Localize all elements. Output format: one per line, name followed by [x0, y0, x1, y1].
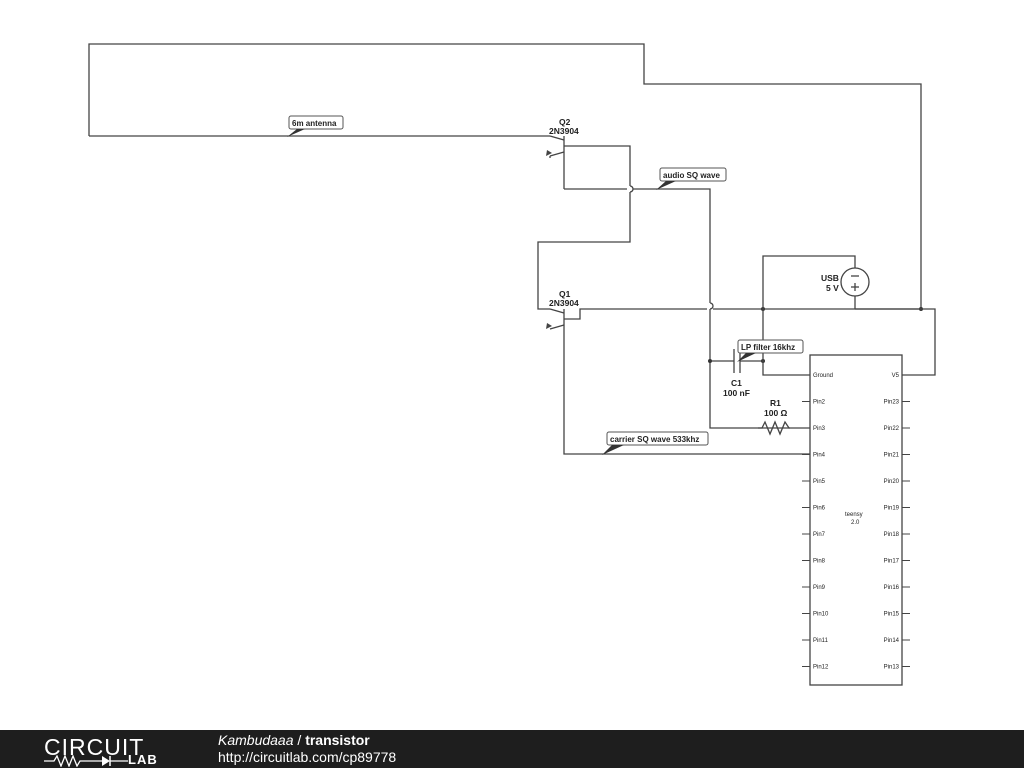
- teensy-pin-label: V5: [892, 373, 900, 379]
- teensy-pin-label: Pin8: [813, 559, 826, 565]
- circuit-title: Kambudaaa / transistor: [218, 732, 370, 748]
- circuit-name[interactable]: transistor: [305, 732, 370, 748]
- junction-node: [708, 359, 712, 363]
- circuitlab-logo[interactable]: CIRCUIT: [44, 734, 145, 760]
- q1-part: 2N3904: [549, 298, 579, 308]
- r1-value: 100 Ω: [764, 408, 788, 418]
- circuitlab-logo-lab: LAB: [128, 752, 158, 767]
- teensy-pin-label: Pin20: [884, 479, 900, 485]
- teensy-pin-label: Pin15: [884, 612, 900, 618]
- footer-bar: CIRCUIT LAB Kambudaaa / transistor http:…: [0, 730, 1024, 768]
- teensy-pin-label: Pin10: [813, 612, 829, 618]
- c1-ref: C1: [731, 378, 742, 388]
- teensy-version: 2.0: [851, 520, 860, 526]
- teensy-pin-label: Pin12: [813, 665, 829, 671]
- teensy-pin-label: Pin18: [884, 532, 900, 538]
- tag-carrier-sq-wave[interactable]: carrier SQ wave 533khz: [602, 431, 709, 455]
- usb-ref: USB: [821, 273, 839, 283]
- wire-crossover-1: [629, 185, 634, 193]
- tag-audio-sq-wave[interactable]: audio SQ wave: [656, 167, 727, 190]
- resistor-r1[interactable]: [758, 420, 792, 436]
- transistor-q2[interactable]: [546, 135, 565, 189]
- teensy-pin-label: Pin14: [884, 638, 900, 644]
- teensy-pin-label: Pin9: [813, 585, 826, 591]
- q2-ref: Q2: [559, 117, 571, 127]
- wire-carrier: [563, 329, 810, 455]
- teensy-pin-label: Pin21: [884, 453, 900, 459]
- teensy-pin-label: Pin16: [884, 585, 900, 591]
- teensy-pins: GroundPin2Pin3Pin4Pin5Pin6Pin7Pin8Pin9Pi…: [802, 373, 910, 671]
- teensy-pin-label: Pin7: [813, 532, 826, 538]
- schematic-canvas: Q2 2N3904 Q1 2N3904 USB 5 V C1: [88, 43, 936, 686]
- resistor-diode-icon: [44, 755, 128, 767]
- q2-part: 2N3904: [549, 126, 579, 136]
- svg-text:6m antenna: 6m antenna: [292, 119, 337, 128]
- teensy-pin-label: Pin5: [813, 479, 826, 485]
- teensy-pin-label: Pin4: [813, 453, 826, 459]
- wire-crossover-2: [709, 302, 714, 310]
- c1-value: 100 nF: [723, 388, 750, 398]
- wire-antenna-loop: [88, 43, 922, 309]
- teensy-pin-label: Pin17: [884, 559, 900, 565]
- svg-text:LP filter 16khz: LP filter 16khz: [741, 343, 795, 352]
- wire-ground: [762, 309, 810, 376]
- teensy-name: teensy: [845, 512, 863, 518]
- teensy-pin-label: Pin13: [884, 665, 900, 671]
- teensy-pin-label: Pin3: [813, 426, 826, 432]
- teensy-pin-label: Ground: [813, 373, 833, 379]
- circuit-url[interactable]: http://circuitlab.com/cp89778: [218, 749, 397, 765]
- teensy-pin-label: Pin23: [884, 400, 900, 406]
- usb-voltage-source[interactable]: [840, 267, 870, 297]
- tag-6m-antenna[interactable]: 6m antenna: [287, 115, 344, 137]
- r1-ref: R1: [770, 398, 781, 408]
- teensy-pin-label: Pin19: [884, 506, 900, 512]
- wire-usb-top: [762, 255, 856, 309]
- teensy-pin-label: Pin6: [813, 506, 826, 512]
- wire-v5-to-teensy: [855, 308, 936, 376]
- teensy-pin-label: Pin22: [884, 426, 900, 432]
- teensy-pin-label: Pin2: [813, 400, 826, 406]
- wire-audio-net: [633, 188, 711, 303]
- teensy-module[interactable]: [809, 354, 903, 686]
- title-separator: /: [293, 732, 306, 748]
- svg-text:audio SQ wave: audio SQ wave: [663, 171, 720, 180]
- q1-ref: Q1: [559, 289, 571, 299]
- wire-q2-to-q1: [537, 192, 631, 310]
- usb-value: 5 V: [826, 283, 839, 293]
- wire-q1-collector: [564, 308, 707, 320]
- author-link[interactable]: Kambudaaa: [218, 732, 294, 748]
- wire-audio-down: [709, 309, 790, 429]
- transistor-q1[interactable]: [546, 308, 565, 330]
- svg-text:carrier SQ wave 533khz: carrier SQ wave 533khz: [610, 435, 699, 444]
- teensy-pin-label: Pin11: [813, 638, 829, 644]
- tag-lp-filter[interactable]: LP filter 16khz: [737, 339, 804, 362]
- wire-q2-collector: [564, 145, 631, 186]
